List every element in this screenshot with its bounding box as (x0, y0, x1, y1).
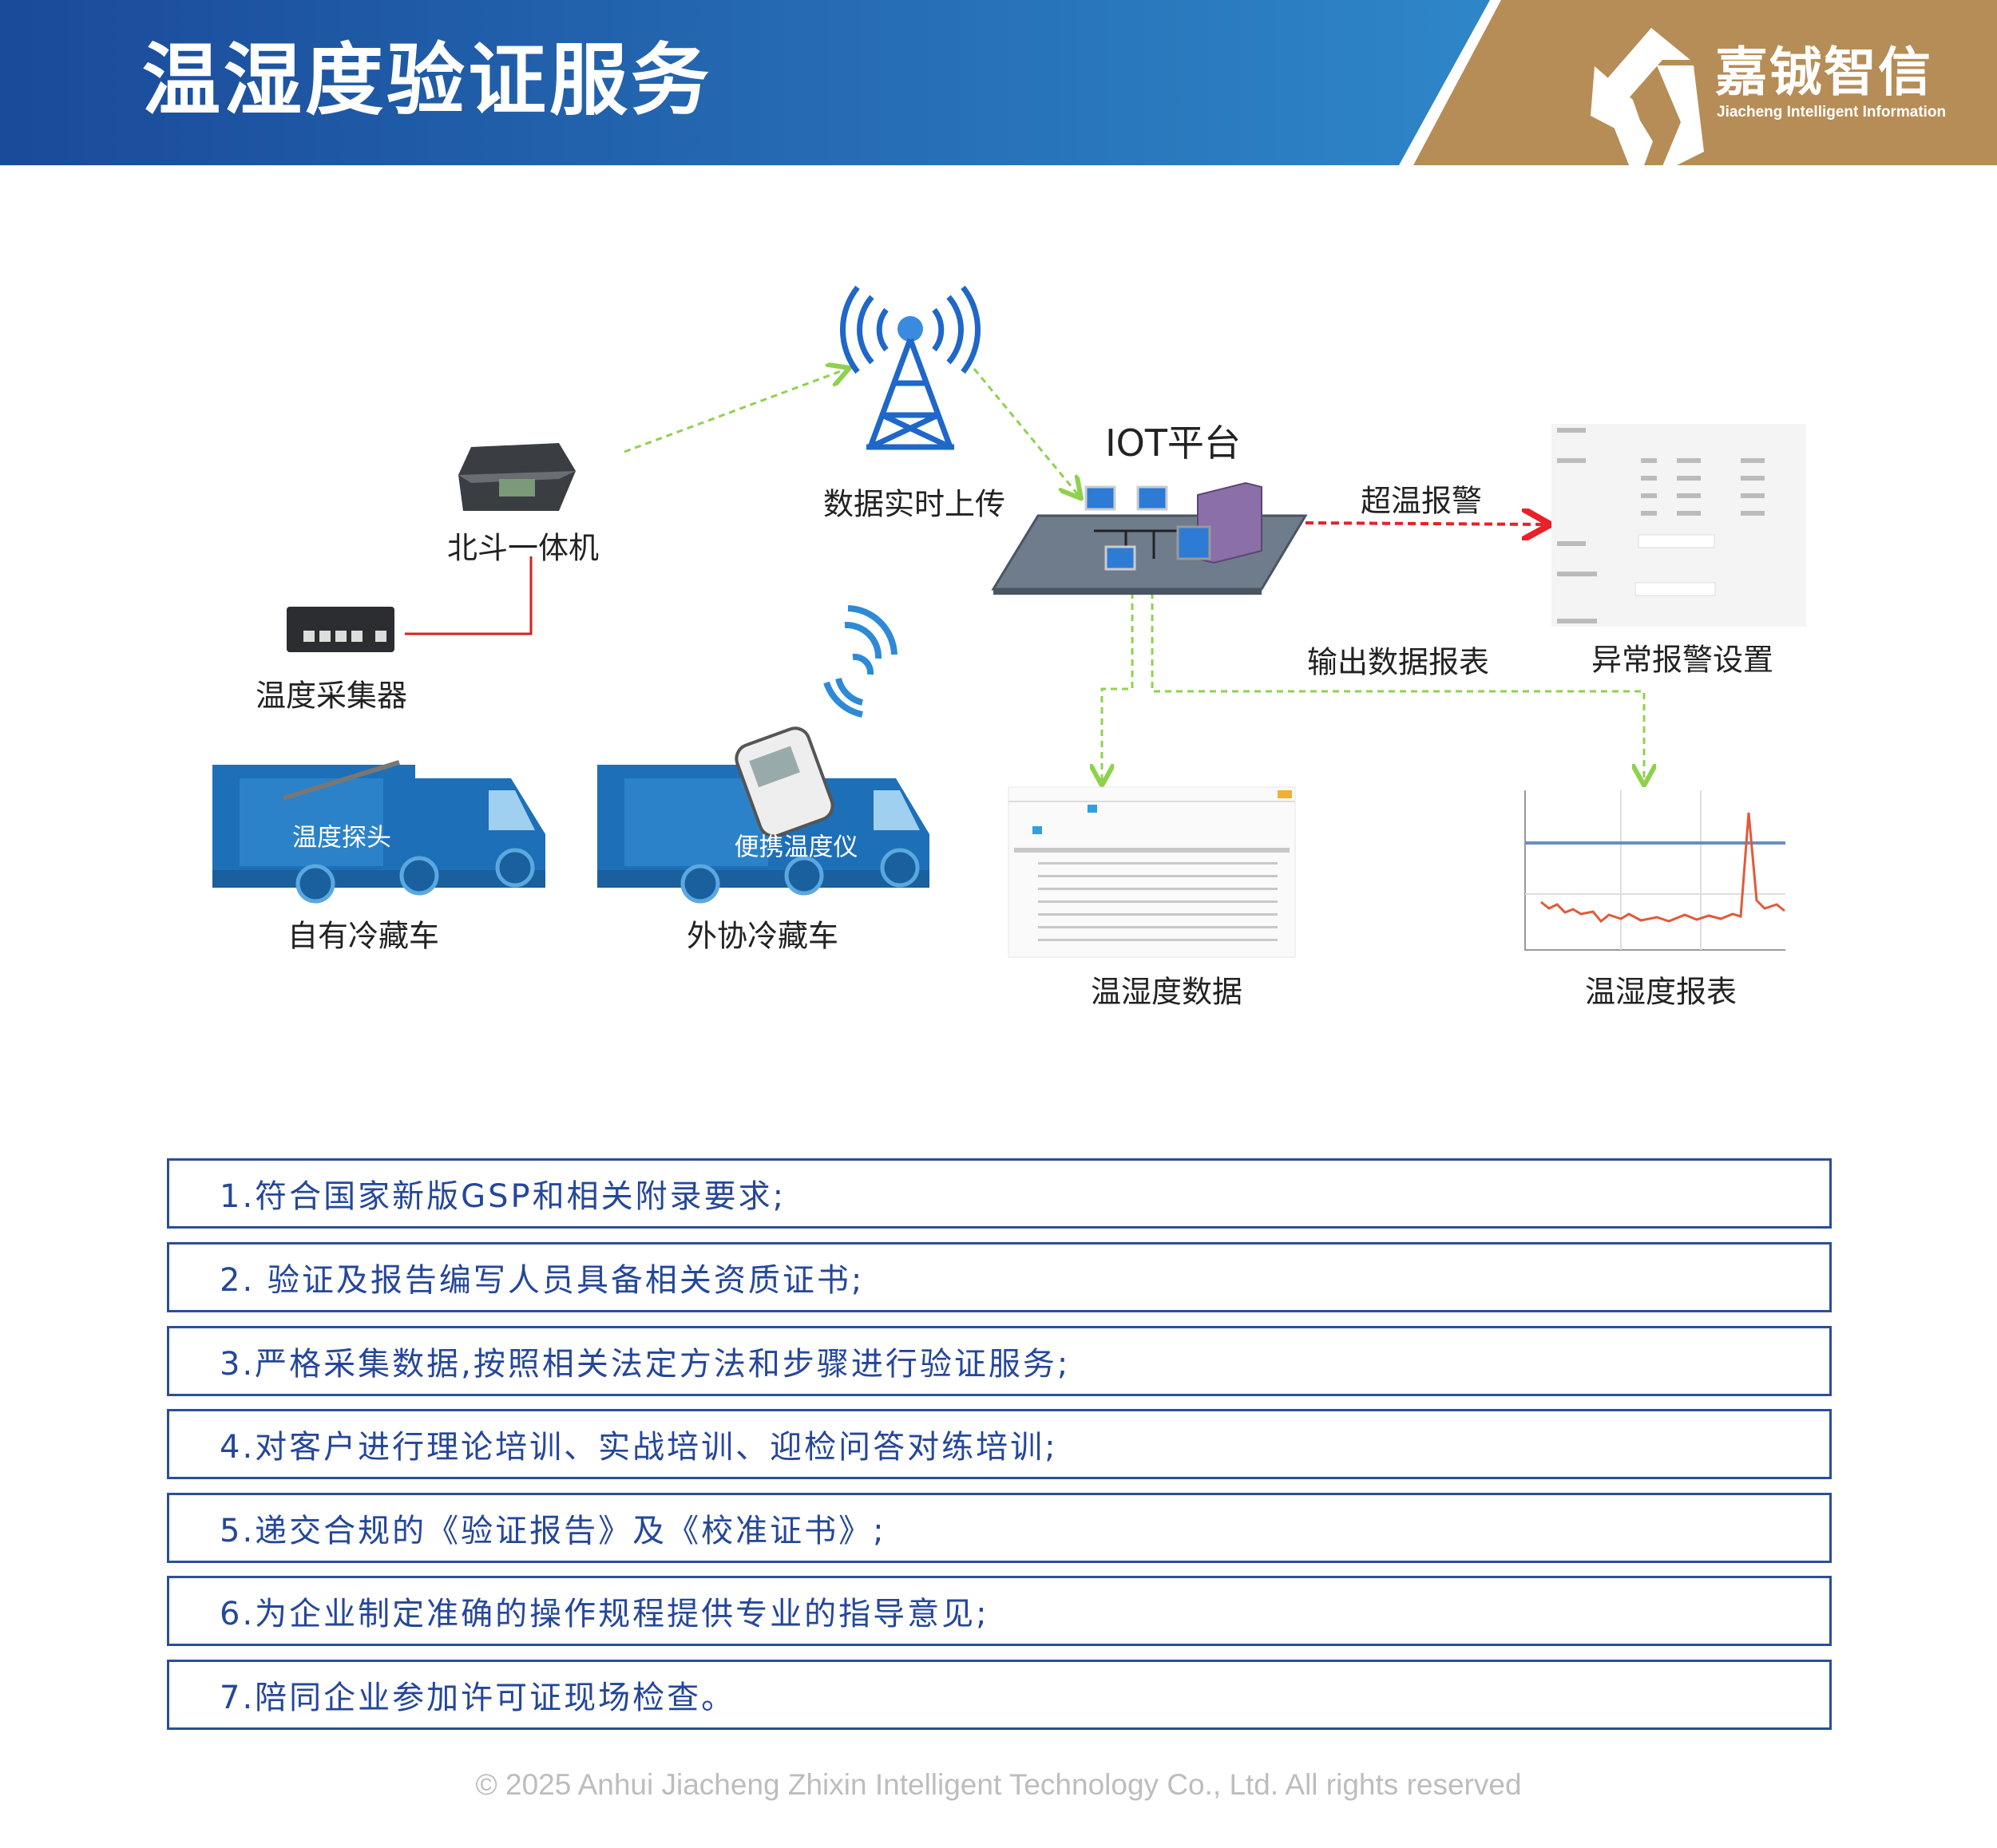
page-title: 温湿度验证服务 (142, 35, 713, 126)
collector-link (405, 556, 533, 635)
beidou-device-icon (458, 443, 576, 511)
logo-mark-icon (1591, 28, 1704, 185)
alarm-arrow (1305, 523, 1547, 524)
alarm-label: 超温报警 (1360, 483, 1483, 519)
logo-name: 嘉铖智信 (1715, 42, 1932, 103)
feature-text: 1.符合国家新版GSP和相关附录要求; (220, 1178, 787, 1215)
data-flow-arrows (624, 369, 1644, 783)
feature-item: 3.严格采集数据,按照相关法定方法和步骤进行验证服务; (167, 1326, 1832, 1396)
output-label: 输出数据报表 (1306, 644, 1490, 680)
platform-label: IOT平台 (1105, 421, 1241, 465)
feature-text: 5.递交合规的《验证报告》及《校准证书》; (220, 1513, 886, 1549)
feature-item: 1.符合国家新版GSP和相关附录要求; (167, 1158, 1832, 1229)
feature-text: 6.为企业制定准确的操作规程提供专业的指导意见; (220, 1596, 989, 1632)
tower-label: 数据实时上传 (822, 486, 1006, 522)
feature-text: 4.对客户进行理论培训、实战培训、迎检问答对练培训; (220, 1429, 1058, 1466)
partner-truck-label: 外协冷藏车 (686, 918, 839, 954)
data-label: 温湿度数据 (1090, 974, 1243, 1010)
logo-tagline: Jiacheng Intelligent Information (1717, 104, 1947, 121)
beidou-label: 北斗一体机 (446, 530, 600, 566)
own-truck-icon (212, 760, 545, 904)
portable-device-label: 便携温度仪 (734, 833, 858, 862)
feature-text: 2. 验证及报告编写人员具备相关资质证书; (220, 1262, 865, 1299)
temperature-collector-icon (287, 607, 394, 652)
header-background (0, 0, 1997, 185)
feature-item: 6.为企业制定准确的操作规程提供专业的指导意见; (167, 1576, 1832, 1646)
feature-item: 5.递交合规的《验证报告》及《校准证书》; (167, 1493, 1832, 1563)
alarm-settings-thumbnail (1551, 424, 1806, 627)
own-truck-label: 自有冷藏车 (287, 918, 440, 954)
feature-text: 3.严格采集数据,按照相关法定方法和步骤进行验证服务; (220, 1346, 1071, 1383)
header-banner: 温湿度验证服务 嘉铖智信 Jiacheng Intelligent Inform… (0, 0, 1997, 185)
alarm-settings-label: 异常报警设置 (1591, 642, 1774, 678)
feature-item: 4.对客户进行理论培训、实战培训、迎检问答对练培训; (167, 1409, 1832, 1479)
probe-label: 温度探头 (292, 823, 391, 853)
report-chart-thumbnail (1507, 787, 1785, 957)
copyright-footer: © 2025 Anhui Jiacheng Zhixin Intelligent… (475, 1768, 1522, 1801)
data-table-thumbnail (1008, 786, 1296, 958)
partner-truck-icon (597, 726, 929, 904)
report-label: 温湿度报表 (1584, 974, 1737, 1010)
feature-item: 7.陪同企业参加许可证现场检查。 (167, 1660, 1832, 1730)
collector-label: 温度采集器 (255, 678, 408, 714)
signal-tower-icon (840, 285, 981, 450)
iot-platform-icon (991, 481, 1308, 595)
wireless-signal-icon (823, 605, 897, 718)
feature-item: 2. 验证及报告编写人员具备相关资质证书; (167, 1242, 1832, 1312)
feature-text: 7.陪同企业参加许可证现场检查。 (220, 1680, 736, 1716)
